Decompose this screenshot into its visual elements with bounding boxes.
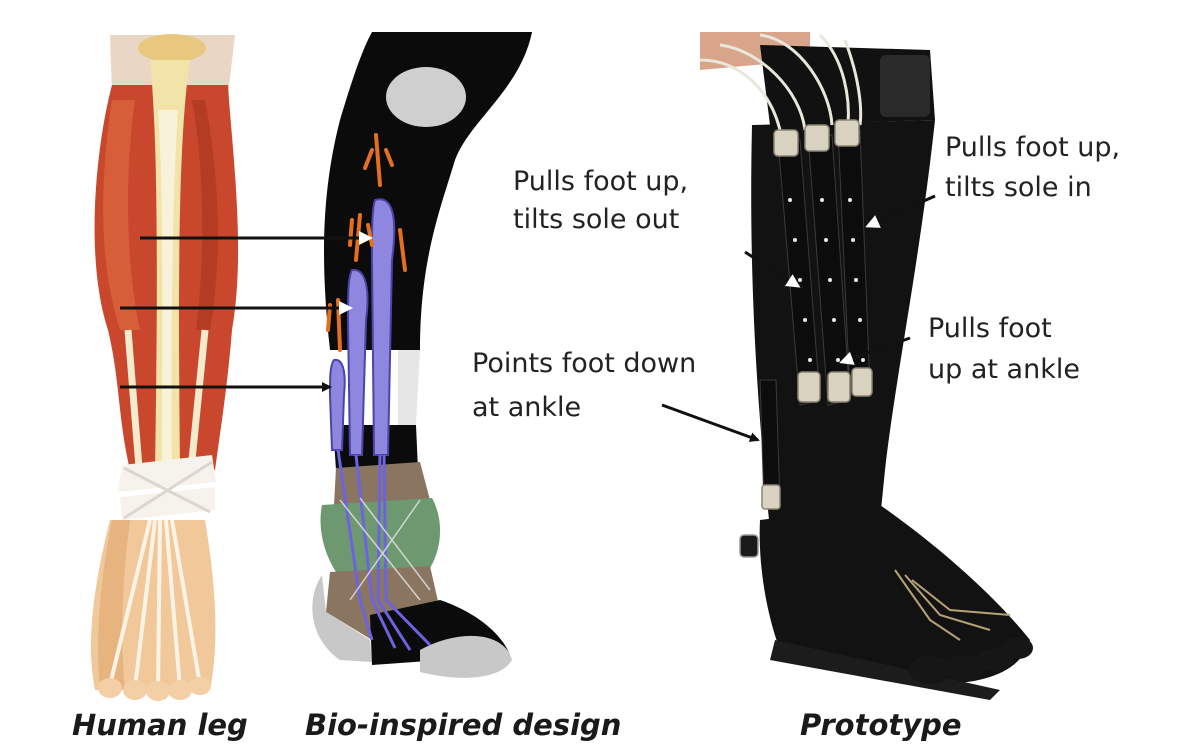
captions: Human leg Bio-inspired design Prototype xyxy=(72,708,962,742)
annotation-arrows xyxy=(661,194,936,442)
label-tilt-in-line2: tilts sole in xyxy=(945,172,1092,203)
caption-human-leg: Human leg xyxy=(72,708,248,742)
arrow-tilt-in xyxy=(865,194,936,228)
label-tilt-out-line1: Pulls foot up, xyxy=(513,166,688,197)
label-tilt-out-line2: tilts sole out xyxy=(513,204,679,235)
label-up-ankle-line1: Pulls foot xyxy=(928,313,1052,344)
arrow-up-ankle xyxy=(839,336,911,365)
caption-prototype: Prototype xyxy=(800,708,962,742)
arrow-tilt-out xyxy=(744,250,801,288)
label-point-down-line2: at ankle xyxy=(472,392,581,423)
label-tilt-in-line1: Pulls foot up, xyxy=(945,132,1120,163)
label-point-down-line1: Points foot down xyxy=(472,348,696,379)
caption-bio-inspired-design: Bio-inspired design xyxy=(305,708,621,742)
bio-inspired-design-illustration xyxy=(312,32,532,678)
arrow-point-down xyxy=(661,403,760,442)
label-up-ankle-line2: up at ankle xyxy=(928,354,1080,385)
annotation-labels: Pulls foot up, tilts sole out Pulls foot… xyxy=(472,132,1120,423)
prototype-photo-rendition xyxy=(699,32,1033,700)
mapping-arrows xyxy=(120,231,373,392)
human-leg-illustration xyxy=(90,34,239,701)
